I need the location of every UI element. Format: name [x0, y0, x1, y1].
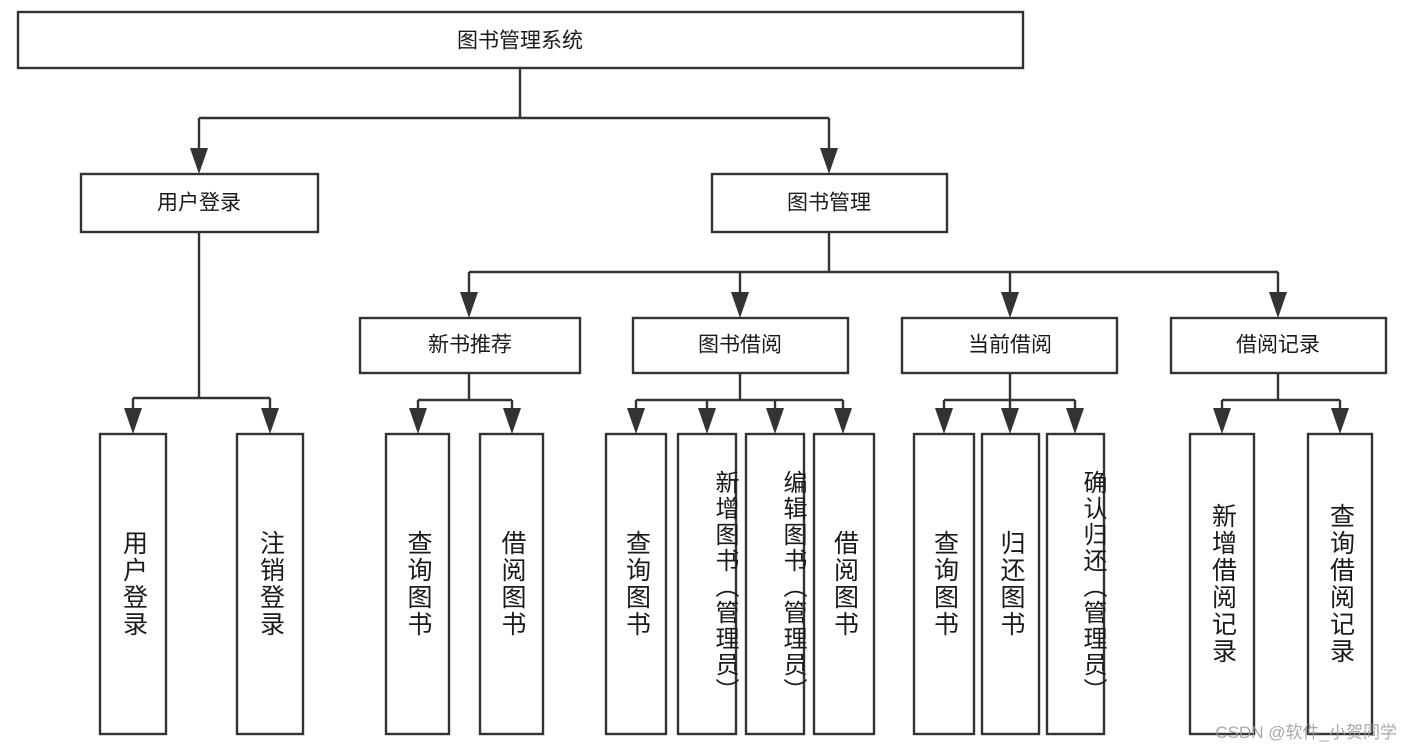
node-new-book-recommendation[interactable]: 新书推荐 [358, 316, 582, 375]
arrow-to-leaf-borrow-book-b [834, 408, 852, 434]
edge-borrowrecord-bus [1220, 373, 1342, 420]
leaf-box-layer [98, 432, 1374, 736]
node-current-borrowing[interactable]: 当前借阅 [900, 316, 1119, 375]
arrow-to-borrow-record [1269, 292, 1287, 318]
leaf-box-add-book[interactable] [676, 432, 738, 736]
book-management-label: 图书管理 [787, 192, 871, 215]
book-management-box[interactable] [710, 172, 949, 234]
arrow-to-leaf-user-login [124, 408, 142, 434]
edge-newbookrec-bus [416, 373, 514, 420]
arrow-to-leaf-query-book-a [409, 408, 427, 434]
leaf-box-add-record[interactable] [1188, 432, 1256, 736]
arrow-to-leaf-add-book [698, 408, 716, 434]
arrow-to-leaf-add-record [1213, 408, 1231, 434]
book-borrowing-label: 图书借阅 [698, 334, 782, 357]
leaf-box-query-book-b[interactable] [604, 432, 668, 736]
user-login-label: 用户登录 [157, 192, 241, 215]
current-borrowing-label: 当前借阅 [968, 334, 1052, 357]
leaf-box-borrow-book-b[interactable] [812, 432, 876, 736]
leaf-box-confirm-return[interactable] [1045, 432, 1106, 736]
edge-root-bus [197, 68, 831, 160]
leaf-box-query-book-a[interactable] [384, 432, 451, 736]
leaf-box-logout[interactable] [235, 432, 305, 736]
node-root-book-management-system[interactable]: 图书管理系统 [16, 10, 1025, 70]
csdn-watermark: CSDN @软件_小贺同学 [1215, 723, 1397, 742]
node-user-login[interactable]: 用户登录 [79, 172, 320, 234]
new-book-recommendation-label: 新书推荐 [428, 334, 512, 357]
borrowing-record-label: 借阅记录 [1236, 334, 1320, 357]
arrow-to-leaf-edit-book [766, 408, 784, 434]
borrowing-record-box[interactable] [1169, 316, 1388, 375]
edge-bookmanage-bus [467, 232, 1280, 304]
node-book-management[interactable]: 图书管理 [710, 172, 949, 234]
node-borrowing-record[interactable]: 借阅记录 [1169, 316, 1388, 375]
arrow-to-leaf-query-book-b [627, 408, 645, 434]
leaf-box-user-login[interactable] [98, 432, 168, 736]
leaf-box-edit-book[interactable] [744, 432, 806, 736]
edge-bookborrow-bus [634, 373, 845, 420]
arrow-to-leaf-query-record [1331, 408, 1349, 434]
connector-layer [124, 68, 1349, 434]
root-label: 图书管理系统 [457, 30, 583, 53]
arrow-to-current-borrow [1001, 292, 1019, 318]
user-login-box[interactable] [79, 172, 320, 234]
arrow-to-leaf-query-book-c [935, 408, 953, 434]
arrow-to-book-manage [820, 148, 838, 174]
leaf-box-borrow-book-a[interactable] [478, 432, 545, 736]
current-borrowing-box[interactable] [900, 316, 1119, 375]
arrow-to-user-login [190, 148, 208, 174]
new-book-recommendation-box[interactable] [358, 316, 582, 375]
root-box[interactable] [16, 10, 1025, 70]
book-borrowing-box[interactable] [631, 316, 850, 375]
arrow-to-leaf-borrow-book-a [503, 408, 521, 434]
arrow-to-new-book-rec [460, 292, 478, 318]
leaf-box-return-book[interactable] [980, 432, 1041, 736]
leaf-box-query-book-c[interactable] [912, 432, 976, 736]
leaf-box-query-record[interactable] [1306, 432, 1374, 736]
edge-userlogin-bus [131, 232, 272, 420]
arrow-to-leaf-confirm-return [1066, 408, 1084, 434]
arrow-to-leaf-return-book [1001, 408, 1019, 434]
node-book-borrowing[interactable]: 图书借阅 [631, 316, 850, 375]
arrow-to-leaf-logout [261, 408, 279, 434]
arrow-to-book-borrow [731, 292, 749, 318]
